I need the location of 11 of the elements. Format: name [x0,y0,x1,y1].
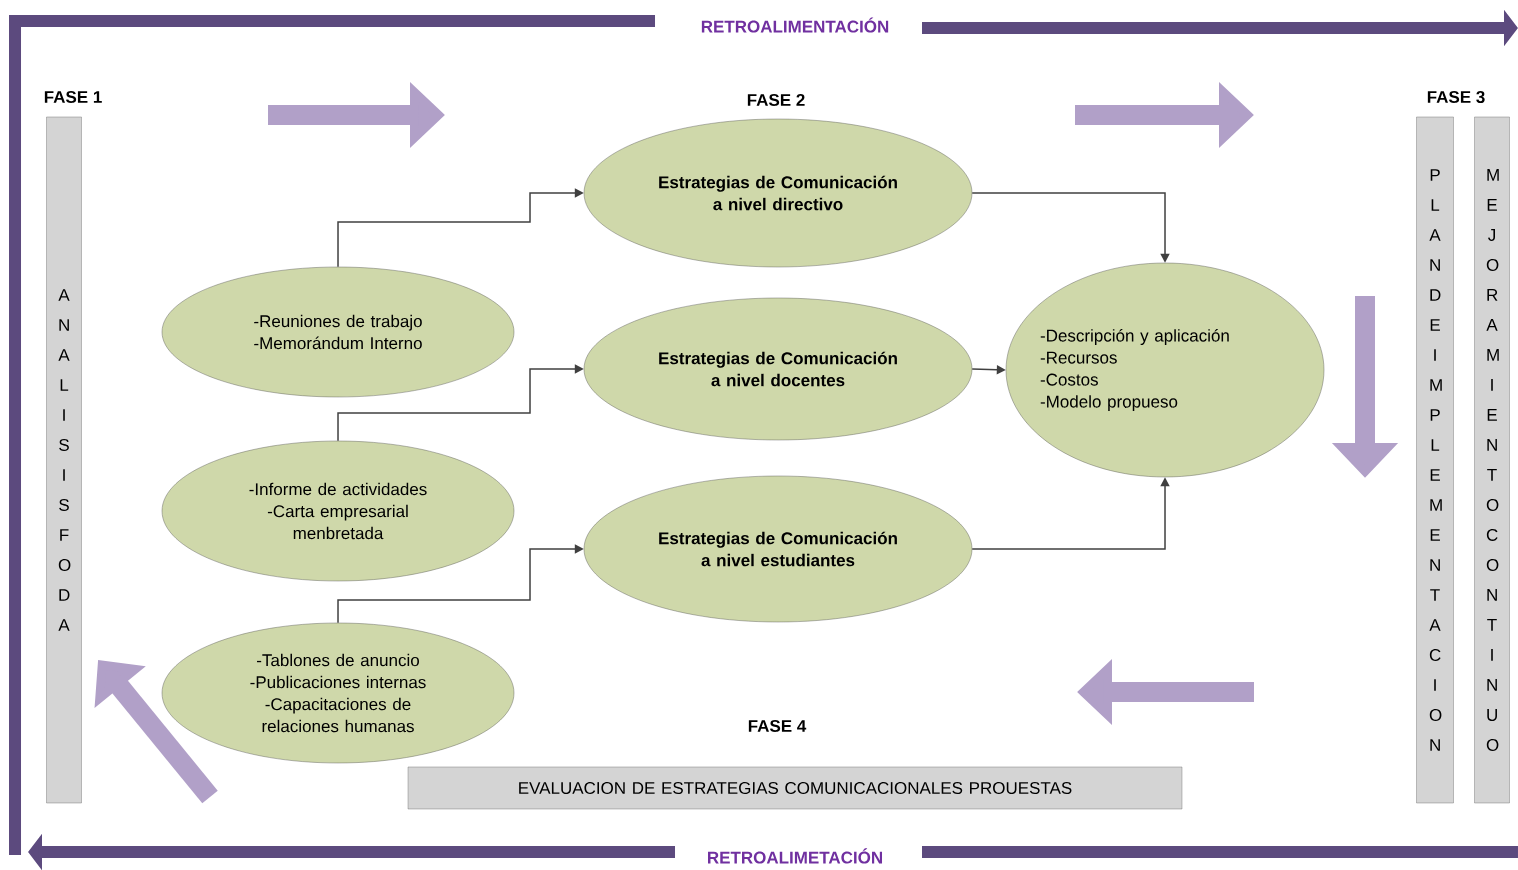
phase-heading: FASE 2 [747,94,805,106]
feedback-label: RETROALIMENTACIÓN [701,17,889,33]
phase-heading: FASE 3 [1427,90,1485,104]
block-arrow [94,660,218,804]
feedback-label: RETROALIMETACIÓN [708,848,882,864]
phase-bar: M E J O R A M I E N T O C O N T I N U O [1474,116,1510,804]
phase-heading: FASE 1 [44,91,102,103]
phase-heading: FASE 4 [748,720,807,732]
phase-bar: P L A N D E I M P L E M E N T A C I O N [1416,116,1454,804]
evaluation-bar: EVALUACION DE ESTRATEGIAS COMUNICACIONALES PROUESTAS [407,766,1183,810]
phase-bar: A N A L I S I S F O D A [46,116,82,804]
